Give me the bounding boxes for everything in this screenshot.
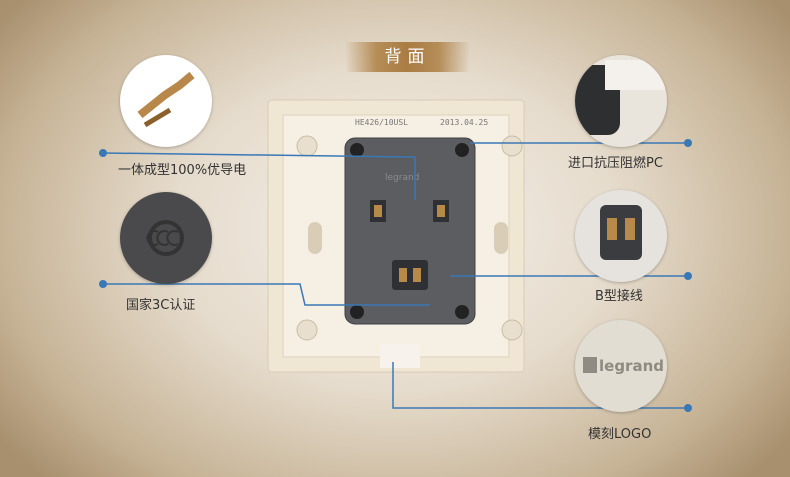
callout-line-conductor [102, 152, 416, 200]
feature-label: B型接线 [595, 289, 643, 304]
callout-dots [99, 139, 692, 412]
copper-contact [437, 205, 445, 217]
copper-contact [413, 268, 421, 282]
copper-terminal-icon [120, 55, 212, 147]
callout-line-3c [103, 283, 430, 306]
mount-slot [308, 222, 322, 254]
model-print: HE426/10USL [355, 118, 408, 127]
switch-module [344, 137, 476, 325]
feature-label: 一体成型100%优导电 [118, 163, 247, 178]
logo-area [380, 344, 420, 368]
screw-hole [501, 135, 523, 157]
screw [350, 143, 364, 157]
screw [455, 143, 469, 157]
screw-hole [296, 135, 318, 157]
3c-certification-icon [120, 192, 212, 284]
screw [455, 305, 469, 319]
callout-dot [684, 272, 692, 280]
feature-label: 进口抗压阻燃PC [568, 156, 663, 171]
feature-label: 模刻LOGO [588, 427, 652, 442]
copper-contact [374, 205, 382, 217]
callout-lines [102, 142, 688, 409]
legrand-logo-icon: legrand [575, 320, 667, 412]
callout-dot [684, 404, 692, 412]
logo-text: legrand [599, 357, 664, 375]
callout-dot [684, 139, 692, 147]
copper-contact [399, 268, 407, 282]
pc-material-icon [575, 55, 667, 147]
callout-dot [99, 149, 107, 157]
b-type-terminal [392, 260, 428, 290]
mount-slot [494, 222, 508, 254]
back-side-banner: 背面 [345, 42, 470, 72]
screw-hole [501, 319, 523, 341]
module-brand: legrand [385, 173, 419, 183]
screw-hole [296, 319, 318, 341]
date-print: 2013.04.25 [440, 118, 488, 127]
callout-line-logo [392, 362, 688, 409]
b-type-terminal-icon [575, 190, 667, 282]
callout-dot [99, 280, 107, 288]
screw [350, 305, 364, 319]
feature-label: 国家3C认证 [126, 298, 196, 313]
